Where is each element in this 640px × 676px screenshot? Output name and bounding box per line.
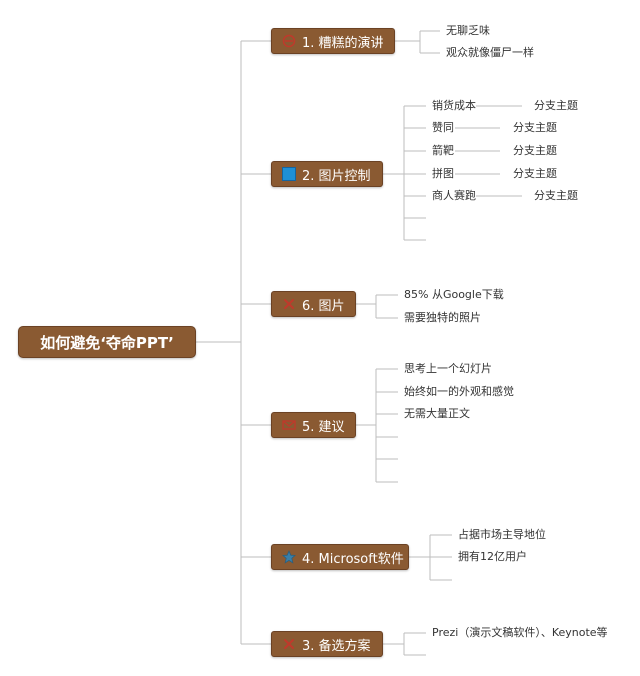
branch-topic-label: 1. 糟糕的演讲 — [302, 35, 384, 51]
sub-branch-topic-label[interactable]: 分支主题 — [513, 167, 557, 180]
cross-icon — [282, 637, 296, 651]
subtopic-label[interactable]: 拼图 — [432, 167, 454, 180]
subtopic-label[interactable]: 箭靶 — [432, 144, 454, 157]
branch-topic-label: 3. 备选方案 — [302, 638, 371, 654]
sub-branch-topic-label[interactable]: 分支主题 — [513, 121, 557, 134]
branch-topic-label: 2. 图片控制 — [302, 168, 371, 184]
subtopic-label[interactable]: 无需大量正文 — [404, 407, 470, 420]
blue-square-icon — [282, 167, 296, 181]
sub-branch-topic-label[interactable]: 分支主题 — [513, 144, 557, 157]
branch-topic[interactable]: 2. 图片控制 — [271, 161, 383, 187]
subtopic-label[interactable]: Prezi（演示文稿软件）、Keynote等 — [432, 626, 608, 639]
branch-topic[interactable]: 3. 备选方案 — [271, 631, 383, 657]
branch-topic-label: 5. 建议 — [302, 419, 345, 435]
subtopic-label[interactable]: 思考上一个幻灯片 — [404, 362, 492, 375]
envelope-icon — [282, 418, 296, 432]
warning-icon — [282, 34, 296, 48]
root-topic[interactable]: 如何避免‘夺命PPT’ — [18, 326, 196, 358]
subtopic-label[interactable]: 需要独特的照片 — [404, 311, 481, 324]
branch-topic-label: 6. 图片 — [302, 298, 345, 314]
subtopic-label[interactable]: 无聊乏味 — [446, 24, 490, 37]
subtopic-label[interactable]: 赞同 — [432, 121, 454, 134]
star-icon — [282, 549, 296, 564]
sub-branch-topic-label[interactable]: 分支主题 — [534, 99, 578, 112]
branch-topic[interactable]: 4. Microsoft软件 — [271, 544, 409, 570]
subtopic-label[interactable]: 观众就像僵尸一样 — [446, 46, 534, 59]
subtopic-label[interactable]: 85% 从Google下载 — [404, 288, 504, 301]
cross-icon — [282, 297, 296, 311]
subtopic-label[interactable]: 销货成本 — [432, 99, 476, 112]
subtopic-label[interactable]: 占据市场主导地位 — [458, 528, 546, 541]
branch-topic[interactable]: 5. 建议 — [271, 412, 356, 438]
sub-branch-topic-label[interactable]: 分支主题 — [534, 189, 578, 202]
subtopic-label[interactable]: 拥有12亿用户 — [458, 550, 527, 563]
subtopic-label[interactable]: 商人赛跑 — [432, 189, 476, 202]
subtopic-label[interactable]: 始终如一的外观和感觉 — [404, 385, 514, 398]
branch-topic-label: 4. Microsoft软件 — [302, 551, 404, 567]
branch-topic[interactable]: 1. 糟糕的演讲 — [271, 28, 395, 54]
branch-topic[interactable]: 6. 图片 — [271, 291, 356, 317]
root-topic-label: 如何避免‘夺命PPT’ — [40, 333, 174, 352]
